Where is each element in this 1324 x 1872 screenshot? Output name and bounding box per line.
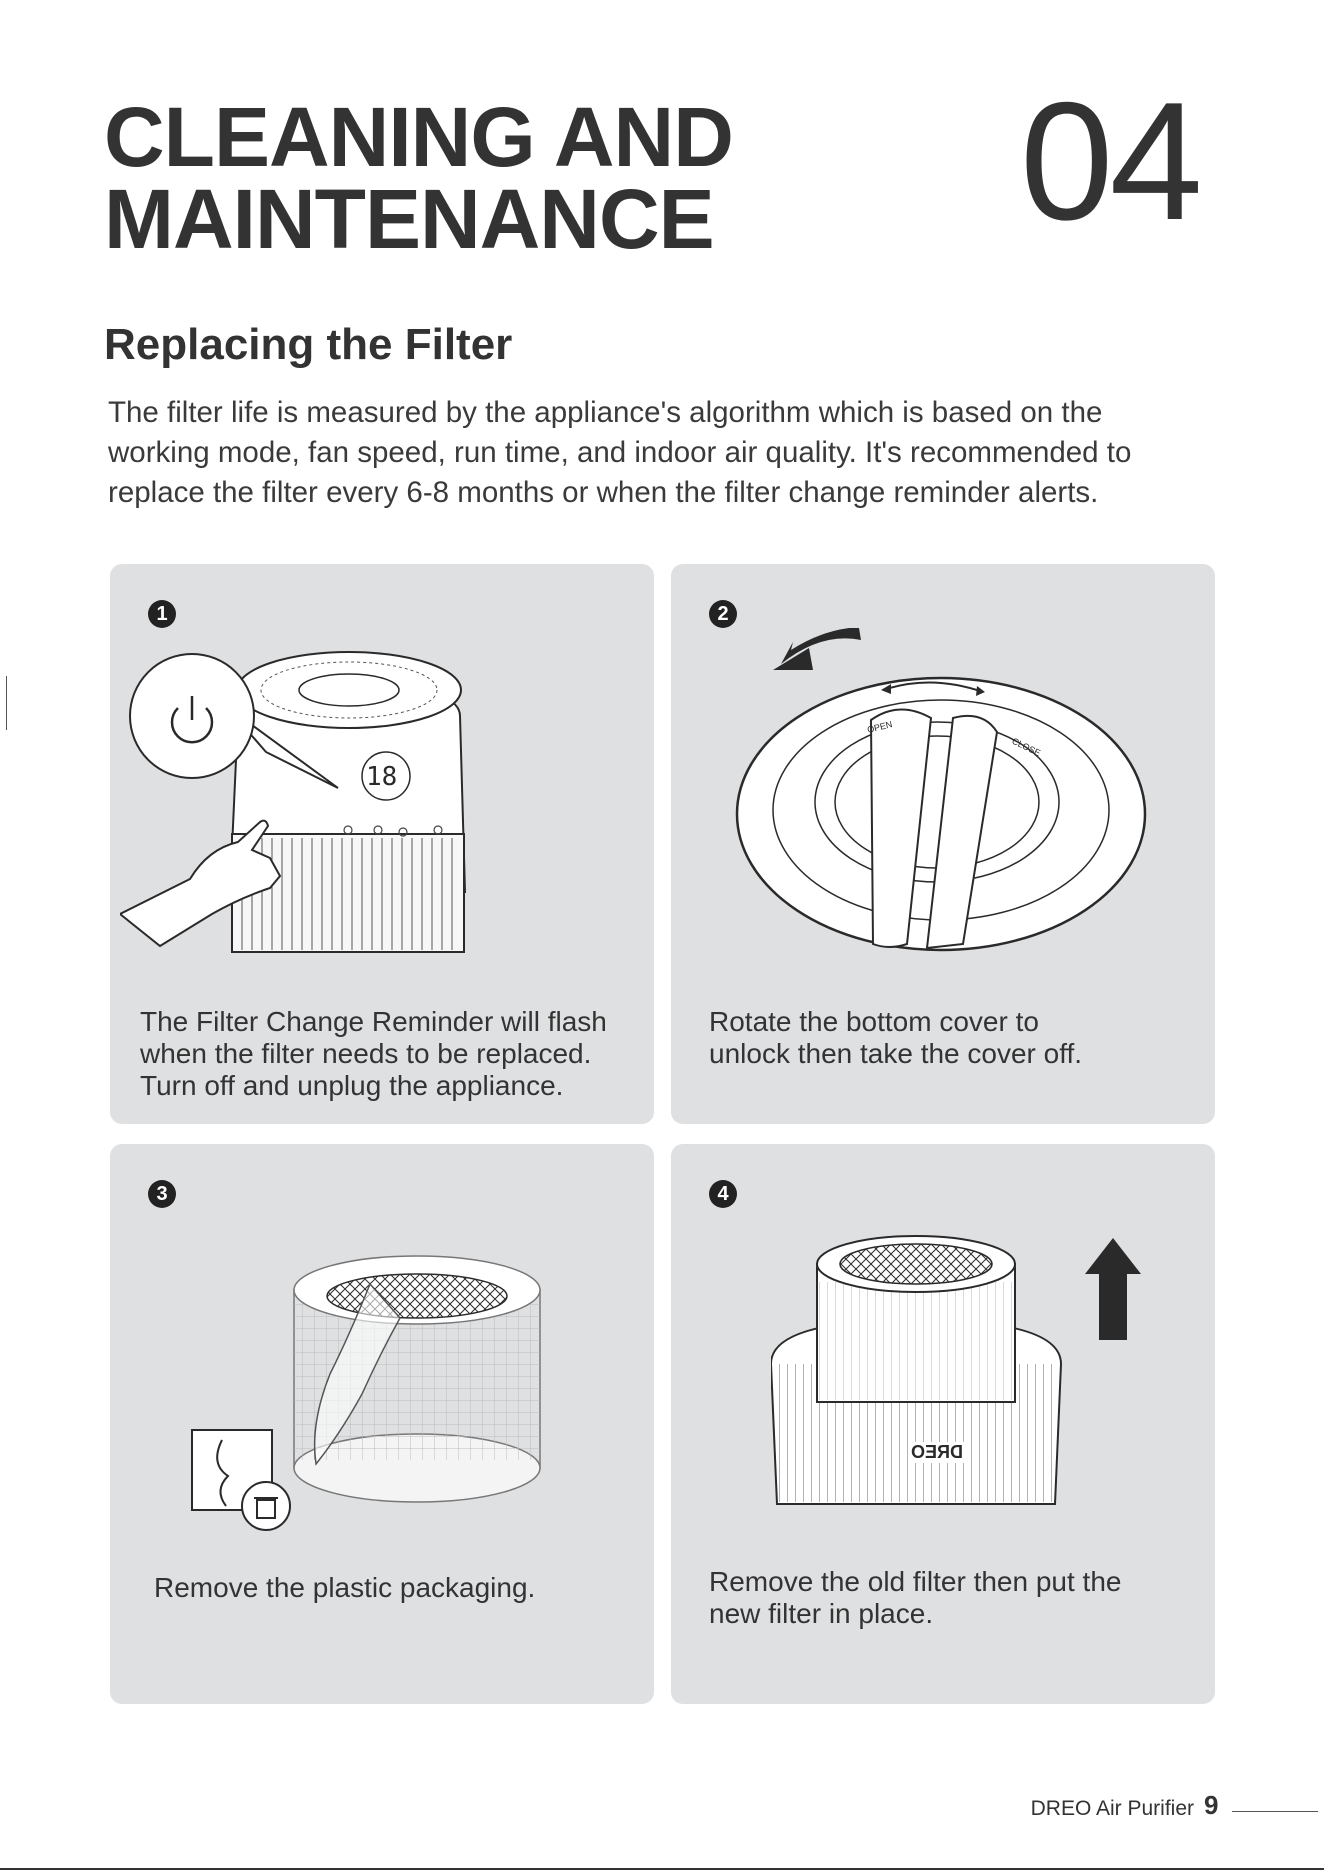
step-2-caption-line-1: Rotate the bottom cover to [709, 1006, 1039, 1037]
step-panel-4: 4 DREO Remove the old filter then put th… [671, 1144, 1215, 1704]
intro-line-2: working mode, fan speed, run time, and i… [108, 436, 1132, 469]
step-panel-1: 1 [110, 564, 654, 1124]
step-number-3: 3 [148, 1180, 176, 1208]
step-panel-2: 2 OPEN CLOSE Rotate the bottom cover to … [671, 564, 1215, 1124]
page-number: 9 [1204, 1790, 1219, 1820]
step-1-caption-line-1: The Filter Change Reminder will flash [140, 1006, 607, 1037]
step-2-caption-line-2: unlock then take the cover off. [709, 1038, 1083, 1069]
intro-line-3: replace the filter every 6-8 months or w… [108, 476, 1099, 509]
margin-mark [6, 676, 7, 730]
page-title: CLEANING AND MAINTENANCE [104, 90, 734, 266]
bottom-cover-illustration [735, 628, 1147, 952]
step-caption-1: The Filter Change Reminder will flash wh… [140, 1006, 607, 1102]
step-1-caption-line-2: when the filter needs to be replaced. [140, 1038, 592, 1069]
step-number-4: 4 [709, 1180, 737, 1208]
step-1-caption-line-3: Turn off and unplug the appliance. [140, 1070, 564, 1101]
page-bottom-rule [0, 1868, 1324, 1870]
step-panel-3: 3 Remove the plastic packaging. [110, 1144, 654, 1704]
step-number-1: 1 [148, 600, 176, 628]
page-title-line-1: CLEANING AND [104, 90, 734, 184]
step-number-2: 2 [709, 600, 737, 628]
step-3-caption-line-1: Remove the plastic packaging. [154, 1572, 536, 1603]
footer-rule [1232, 1811, 1318, 1812]
dreo-logo-mark: DREO [909, 1442, 966, 1463]
section-title: Replacing the Filter [104, 320, 513, 369]
filter-packaging-illustration [191, 1255, 541, 1531]
step-4-caption-line-2: new filter in place. [709, 1598, 934, 1629]
step-caption-2: Rotate the bottom cover to unlock then t… [709, 1006, 1082, 1070]
step-4-caption-line-1: Remove the old filter then put the [709, 1566, 1122, 1597]
chapter-number: 04 [1020, 67, 1203, 255]
intro-line-1: The filter life is measured by the appli… [108, 396, 1103, 429]
replace-filter-illustration [771, 1235, 1141, 1505]
step-caption-4: Remove the old filter then put the new f… [709, 1566, 1121, 1630]
filter-display-value: 18 [366, 762, 398, 792]
page-title-line-2: MAINTENANCE [104, 172, 715, 266]
footer-brand: DREO Air Purifier [1030, 1797, 1194, 1820]
intro-paragraph: The filter life is measured by the appli… [108, 393, 1248, 513]
step-caption-3: Remove the plastic packaging. [154, 1572, 535, 1604]
air-purifier-power-illustration [120, 651, 467, 953]
